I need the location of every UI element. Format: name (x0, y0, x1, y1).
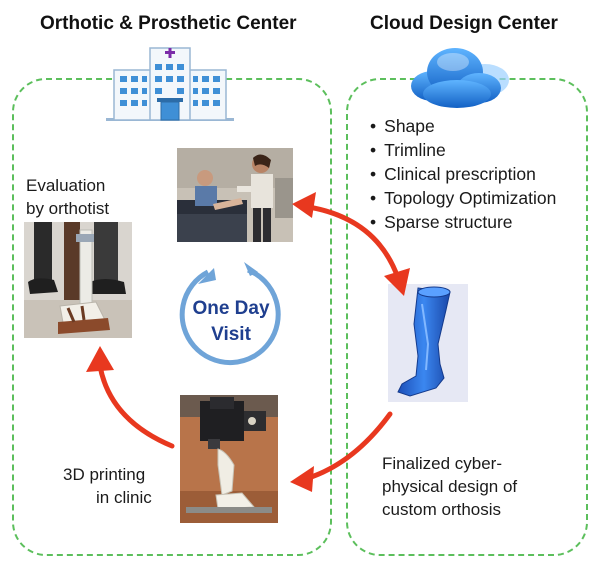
finalized-label-line-2: physical design of (382, 477, 518, 496)
arrowhead-design (384, 268, 410, 296)
evaluation-photo (24, 222, 132, 338)
design-item: Trimline (370, 138, 556, 162)
cycle-label-line-1: One Day (192, 298, 270, 319)
design-item: Sparse structure (370, 210, 556, 234)
print-to-evaluation-arrow (97, 363, 175, 449)
design-items-list: Shape Trimline Clinical prescription Top… (370, 114, 556, 234)
printer-photo (180, 395, 278, 523)
clinic-visit-photo (177, 148, 293, 242)
arrowhead-visit (292, 192, 316, 218)
printing-label-line-2: in clinic (96, 488, 152, 507)
design-item: Shape (370, 114, 556, 138)
evaluation-label-line-1: Evaluation (26, 176, 106, 195)
printing-label: 3D printing in clinic (63, 463, 152, 509)
left-title: Orthotic & Prosthetic Center (40, 13, 297, 34)
visit-to-design-arrow (299, 203, 401, 281)
arrowhead-print (290, 466, 314, 492)
evaluation-label: Evaluation by orthotist (26, 174, 109, 220)
finalized-label-line-1: Finalized cyber- (382, 454, 502, 473)
arrowhead-evaluation (86, 346, 114, 372)
cycle-ring (179, 262, 281, 366)
right-title: Cloud Design Center (370, 13, 558, 34)
printing-label-line-1: 3D printing (63, 465, 146, 484)
design-item: Clinical prescription (370, 162, 556, 186)
finalized-label-line-3: custom orthosis (382, 500, 502, 519)
cycle-label-line-2: Visit (211, 324, 251, 345)
cycle-label: One Day Visit (186, 296, 276, 348)
orthosis-model (388, 284, 468, 402)
finalized-label: Finalized cyber- physical design of cust… (382, 452, 517, 521)
cloud-icon (411, 48, 509, 108)
evaluation-label-line-2: by orthotist (26, 199, 110, 218)
hospital-icon (106, 47, 234, 121)
design-to-print-arrow (299, 411, 393, 483)
design-item: Topology Optimization (370, 186, 556, 210)
